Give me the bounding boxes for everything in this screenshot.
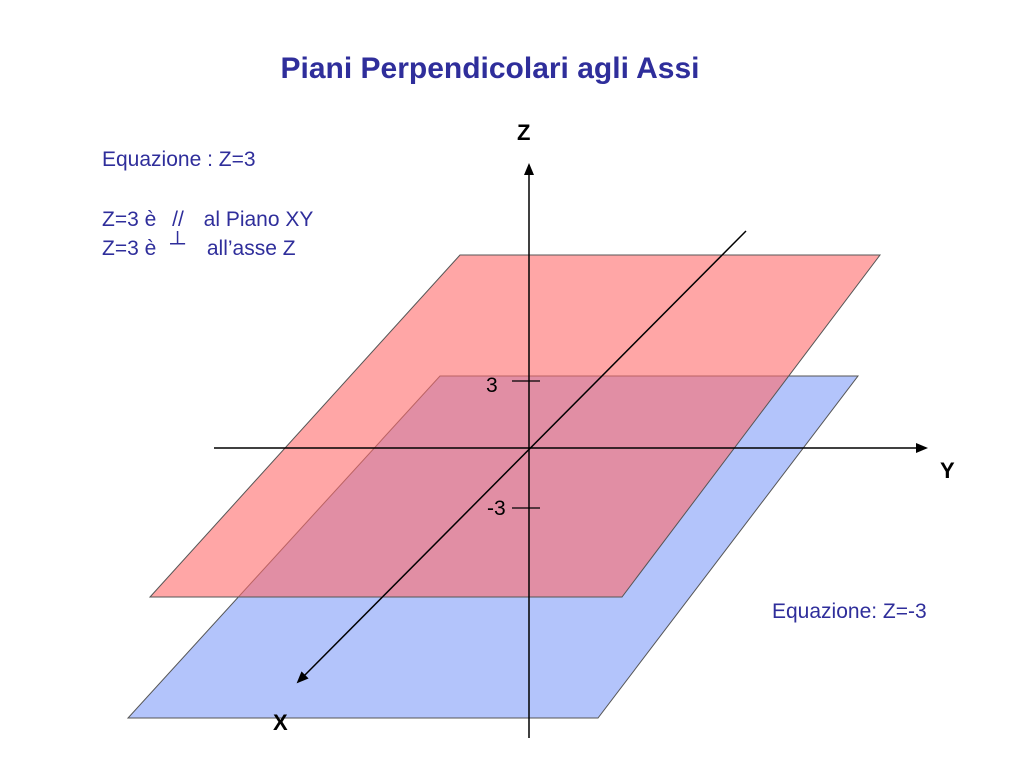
- x-axis: [296, 230, 747, 684]
- parallel-suffix: al Piano XY: [203, 208, 314, 231]
- perpendicular-statement: Z=3 è ┴ all’asse Z: [102, 232, 296, 261]
- perpendicular-prefix: Z=3 è: [102, 237, 157, 260]
- equation-top-label: Equazione : Z=3: [102, 148, 256, 171]
- equation-bottom-label: Equazione: Z=-3: [772, 600, 927, 623]
- z-axis-label: Z: [517, 120, 531, 145]
- parallel-symbol: //: [172, 208, 184, 231]
- parallel-statement: Z=3 è // al Piano XY: [102, 208, 313, 232]
- tick-label-minus-3: -3: [487, 497, 506, 520]
- perpendicular-symbol: ┴: [170, 232, 186, 255]
- plane-z-plus-3: [148, 254, 882, 598]
- perpendicular-suffix: all’asse Z: [206, 237, 296, 260]
- y-axis-label: Y: [940, 458, 955, 483]
- slide-title: Piani Perpendicolari agli Assi: [280, 52, 700, 85]
- x-axis-label: X: [273, 710, 288, 735]
- parallel-prefix: Z=3 è: [102, 208, 157, 231]
- tick-label-plus-3: 3: [486, 374, 498, 397]
